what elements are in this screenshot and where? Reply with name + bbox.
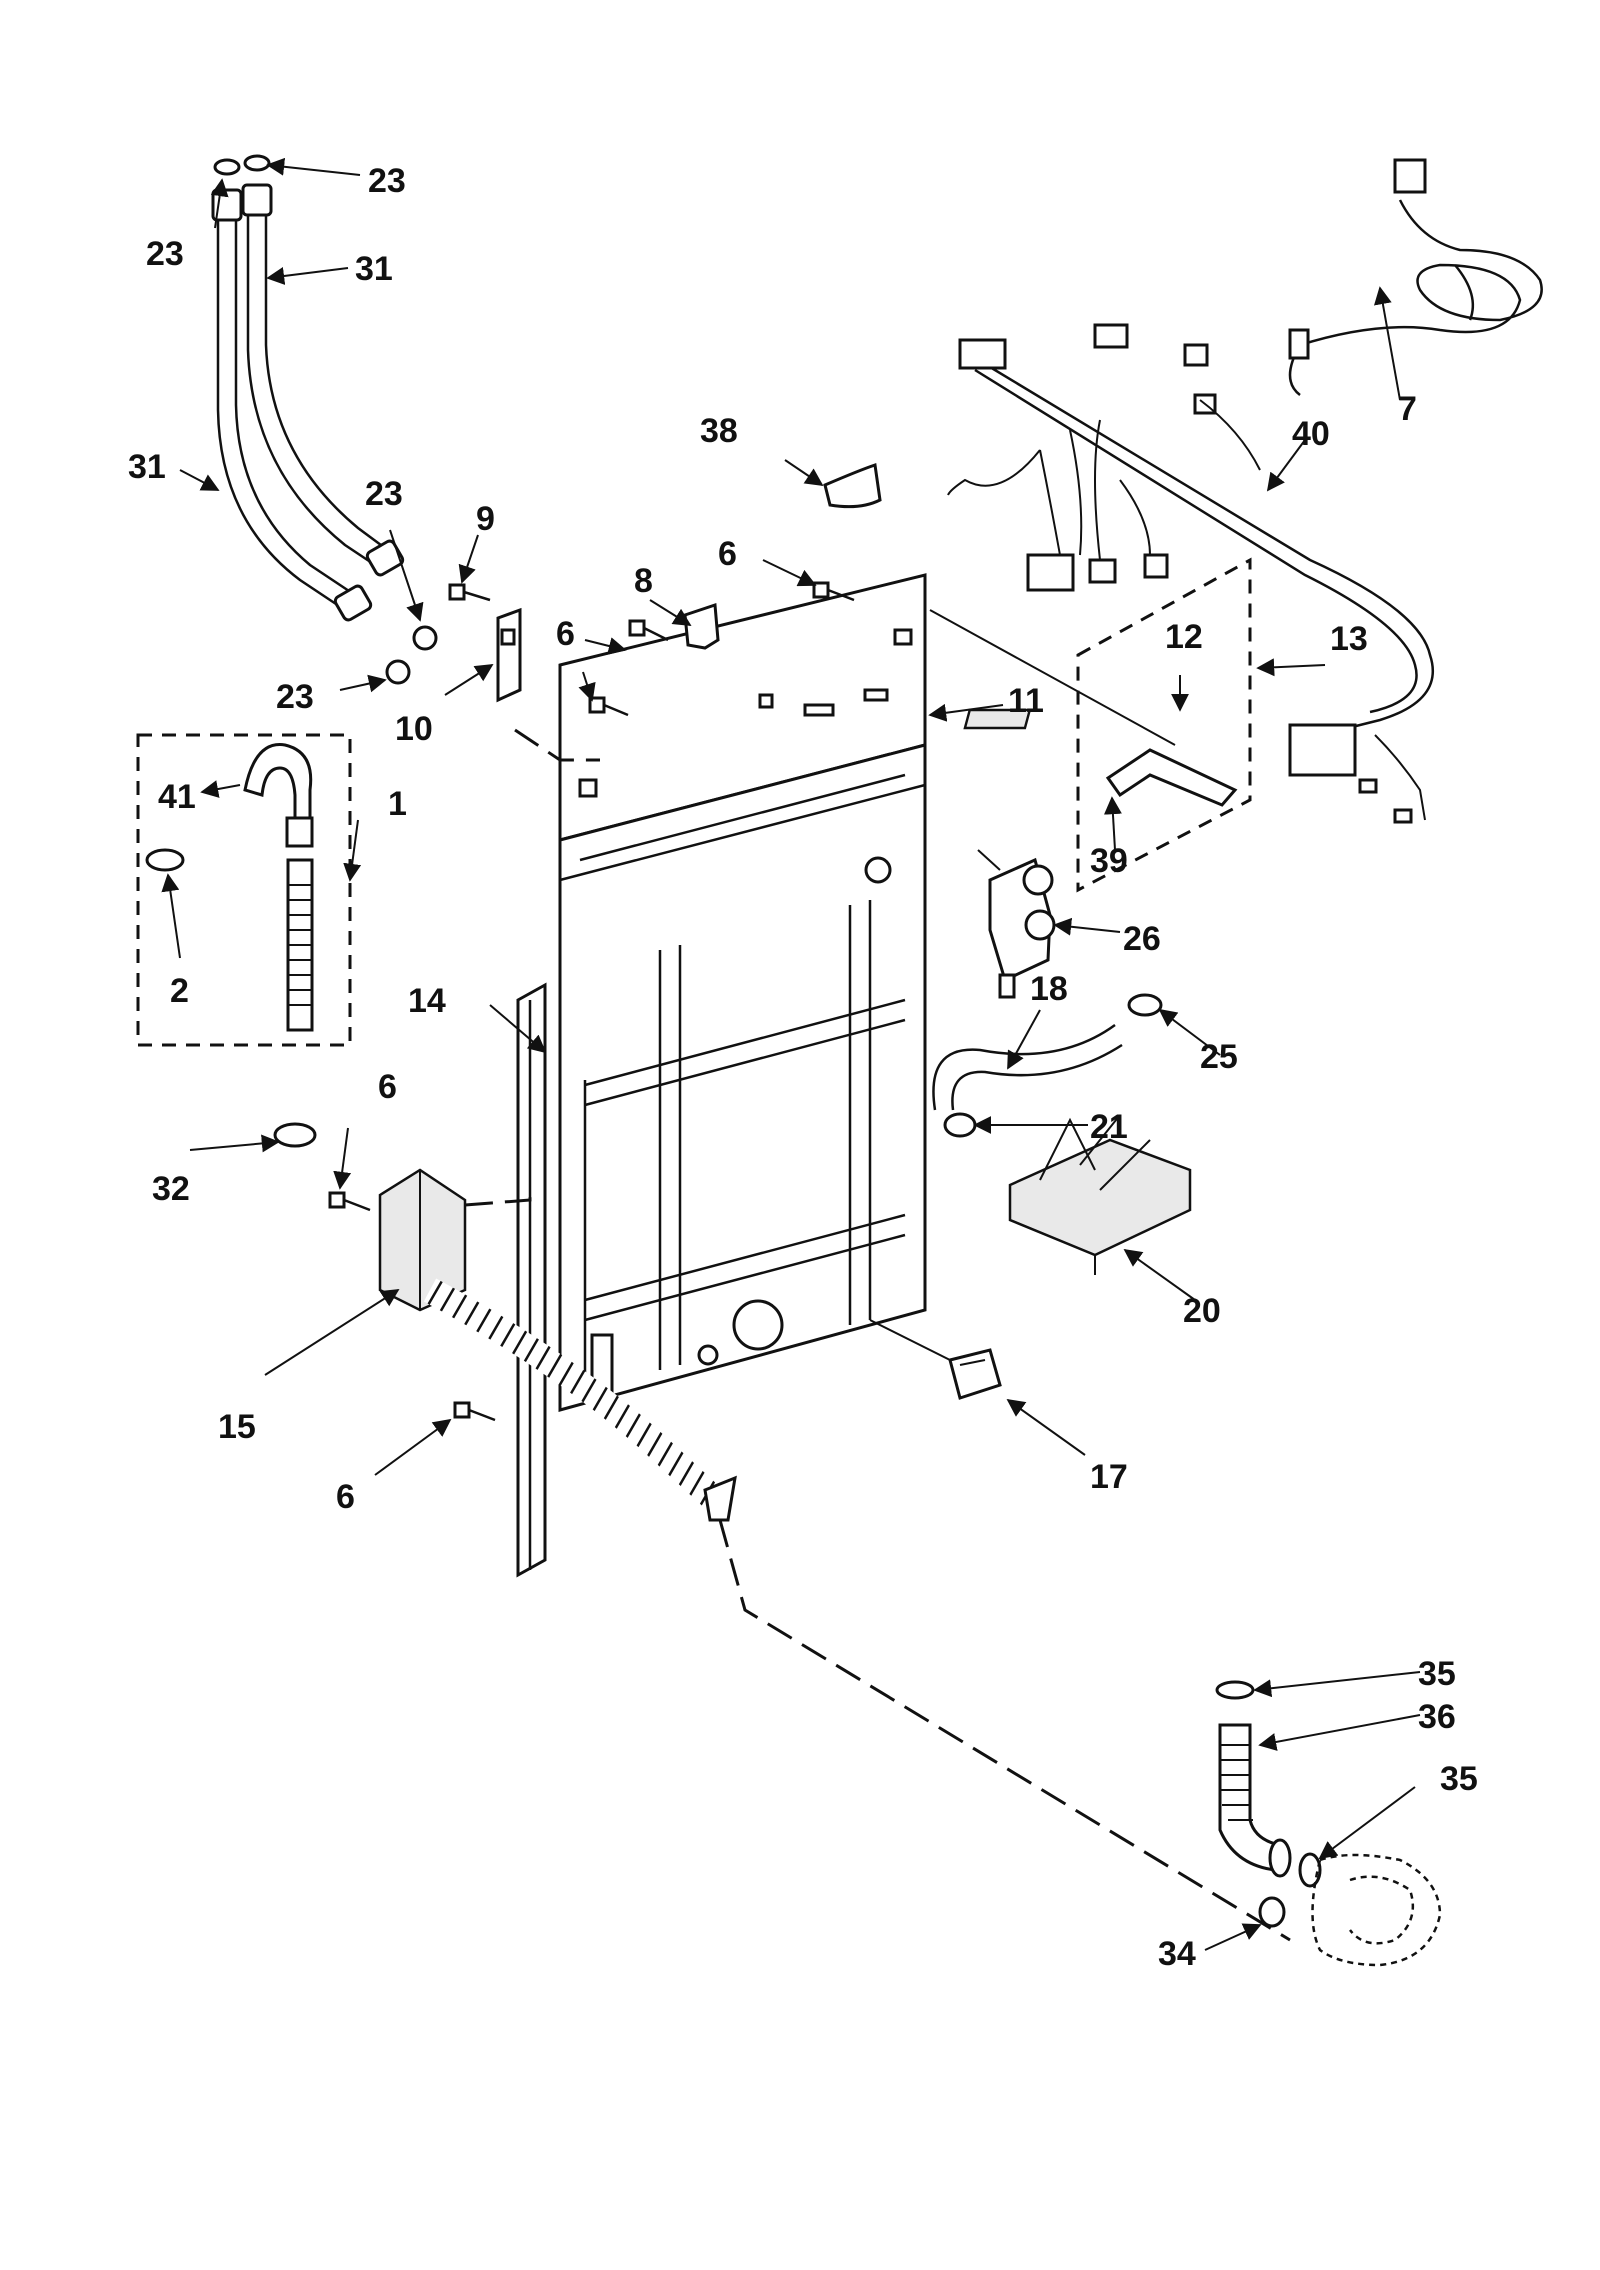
label-6: 6 [378, 1068, 397, 1106]
wire-clip-38 [823, 463, 882, 509]
kit-box-13 [1076, 557, 1252, 893]
label-26: 26 [1123, 920, 1161, 958]
label-40: 40 [1292, 415, 1330, 453]
label-15: 15 [218, 1408, 256, 1446]
hose-kit-box [136, 733, 352, 1047]
label-23: 23 [276, 678, 314, 716]
label-2: 2 [170, 972, 189, 1010]
label-31: 31 [355, 250, 393, 288]
label-6: 6 [718, 535, 737, 573]
bracket-17 [948, 1348, 1002, 1400]
label-36: 36 [1418, 1698, 1456, 1736]
label-9: 9 [476, 500, 495, 538]
drain-hose-kit [145, 743, 317, 1148]
label-17: 17 [1090, 1458, 1128, 1496]
label-23: 23 [365, 475, 403, 513]
leader-17 [869, 1319, 951, 1361]
label-23: 23 [146, 235, 184, 273]
label-8: 8 [634, 562, 653, 600]
label-6: 6 [556, 615, 575, 653]
label-20: 20 [1183, 1292, 1221, 1330]
label-25: 25 [1200, 1038, 1238, 1076]
dispenser-unit [1008, 1114, 1192, 1275]
valve-bracket [496, 607, 522, 703]
wire-harness [947, 323, 1435, 824]
label-6: 6 [336, 1478, 355, 1516]
leader-arrows [161, 157, 1421, 1951]
power-cord [1288, 158, 1543, 396]
wire-clip [683, 602, 720, 650]
callout-labels: 23 23 31 31 23 23 9 10 8 6 6 38 11 40 7 … [128, 162, 1478, 1973]
water-valve [977, 849, 1056, 999]
label-21: 21 [1090, 1108, 1128, 1146]
label-7: 7 [1398, 390, 1417, 428]
label-35: 35 [1440, 1760, 1478, 1798]
label-12 [963, 708, 1032, 730]
label-31: 31 [128, 448, 166, 486]
label-34: 34 [1158, 1935, 1196, 1973]
bracket-39 [1105, 748, 1238, 807]
label-10: 10 [395, 710, 433, 748]
label-1: 1 [388, 785, 407, 823]
pump-outlet-hose [1215, 1680, 1442, 1967]
inlet-hoses [211, 154, 438, 685]
label-23: 23 [368, 162, 406, 200]
label-14: 14 [408, 982, 446, 1020]
label-11: 11 [1008, 682, 1044, 720]
label-39: 39 [1090, 842, 1128, 880]
label-35: 35 [1418, 1655, 1456, 1693]
side-rail [516, 982, 547, 1578]
label-32: 32 [152, 1170, 190, 1208]
drain-hose-end [703, 1475, 737, 1522]
label-41: 41 [158, 778, 196, 816]
drain-leader-dash [718, 1519, 1291, 1942]
leader-11-to-13 [929, 609, 1176, 746]
label-13: 13 [1330, 620, 1368, 658]
rear-panel [558, 573, 927, 1412]
label-38: 38 [700, 412, 738, 450]
label-12: 12 [1165, 618, 1203, 656]
screws [328, 581, 855, 1422]
fill-hose [932, 993, 1163, 1138]
label-18: 18 [1030, 970, 1068, 1008]
leader-dash-10 [514, 728, 600, 762]
drain-hose [423, 1278, 724, 1510]
